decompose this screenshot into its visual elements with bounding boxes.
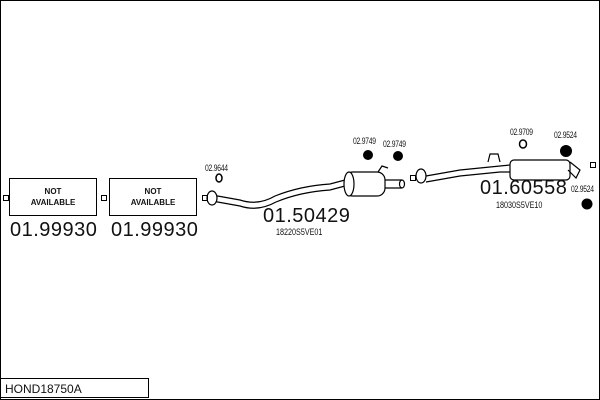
hanger-icon <box>215 173 223 183</box>
rear-flange <box>415 168 427 184</box>
rear-muffler <box>509 159 571 181</box>
part-box-not-available[interactable]: NOT AVAILABLE <box>109 178 197 216</box>
part-number[interactable]: 01.50429 <box>263 205 351 227</box>
connector-marker <box>3 195 9 201</box>
part-number[interactable]: 01.99930 <box>111 219 199 241</box>
rubber-mount-icon <box>363 150 373 160</box>
accessory-number[interactable]: 02.9749 <box>383 139 406 149</box>
connector-marker <box>590 162 596 168</box>
rubber-mount-icon <box>581 198 593 210</box>
rubber-mount-icon <box>560 145 572 157</box>
box-label: AVAILABLE <box>130 198 176 207</box>
accessory-number[interactable]: 02.9644 <box>205 163 228 173</box>
connector-marker <box>101 195 107 201</box>
part-box-not-available[interactable]: NOT AVAILABLE <box>9 178 97 216</box>
accessory-number[interactable]: 02.9524 <box>554 130 577 140</box>
front-pipe <box>211 179 346 203</box>
part-number[interactable]: 01.99930 <box>10 219 98 241</box>
ring-icon <box>518 139 528 149</box>
connector-marker <box>202 195 208 201</box>
rubber-mount-icon <box>393 151 403 161</box>
box-label: NOT <box>44 187 62 196</box>
diagram-code: HOND18750A <box>0 378 149 398</box>
box-label: NOT <box>144 187 162 196</box>
accessory-number[interactable]: 02.9749 <box>353 136 376 146</box>
accessory-number[interactable]: 02.9524 <box>571 184 594 194</box>
oem-number: 18030S5VE10 <box>496 200 543 210</box>
part-number[interactable]: 01.60558 <box>480 177 568 199</box>
accessory-number[interactable]: 02.9709 <box>510 127 533 137</box>
oem-number: 18220S5VE01 <box>276 227 323 237</box>
flange <box>206 190 218 206</box>
box-label: AVAILABLE <box>30 198 76 207</box>
connector-marker <box>410 175 416 181</box>
